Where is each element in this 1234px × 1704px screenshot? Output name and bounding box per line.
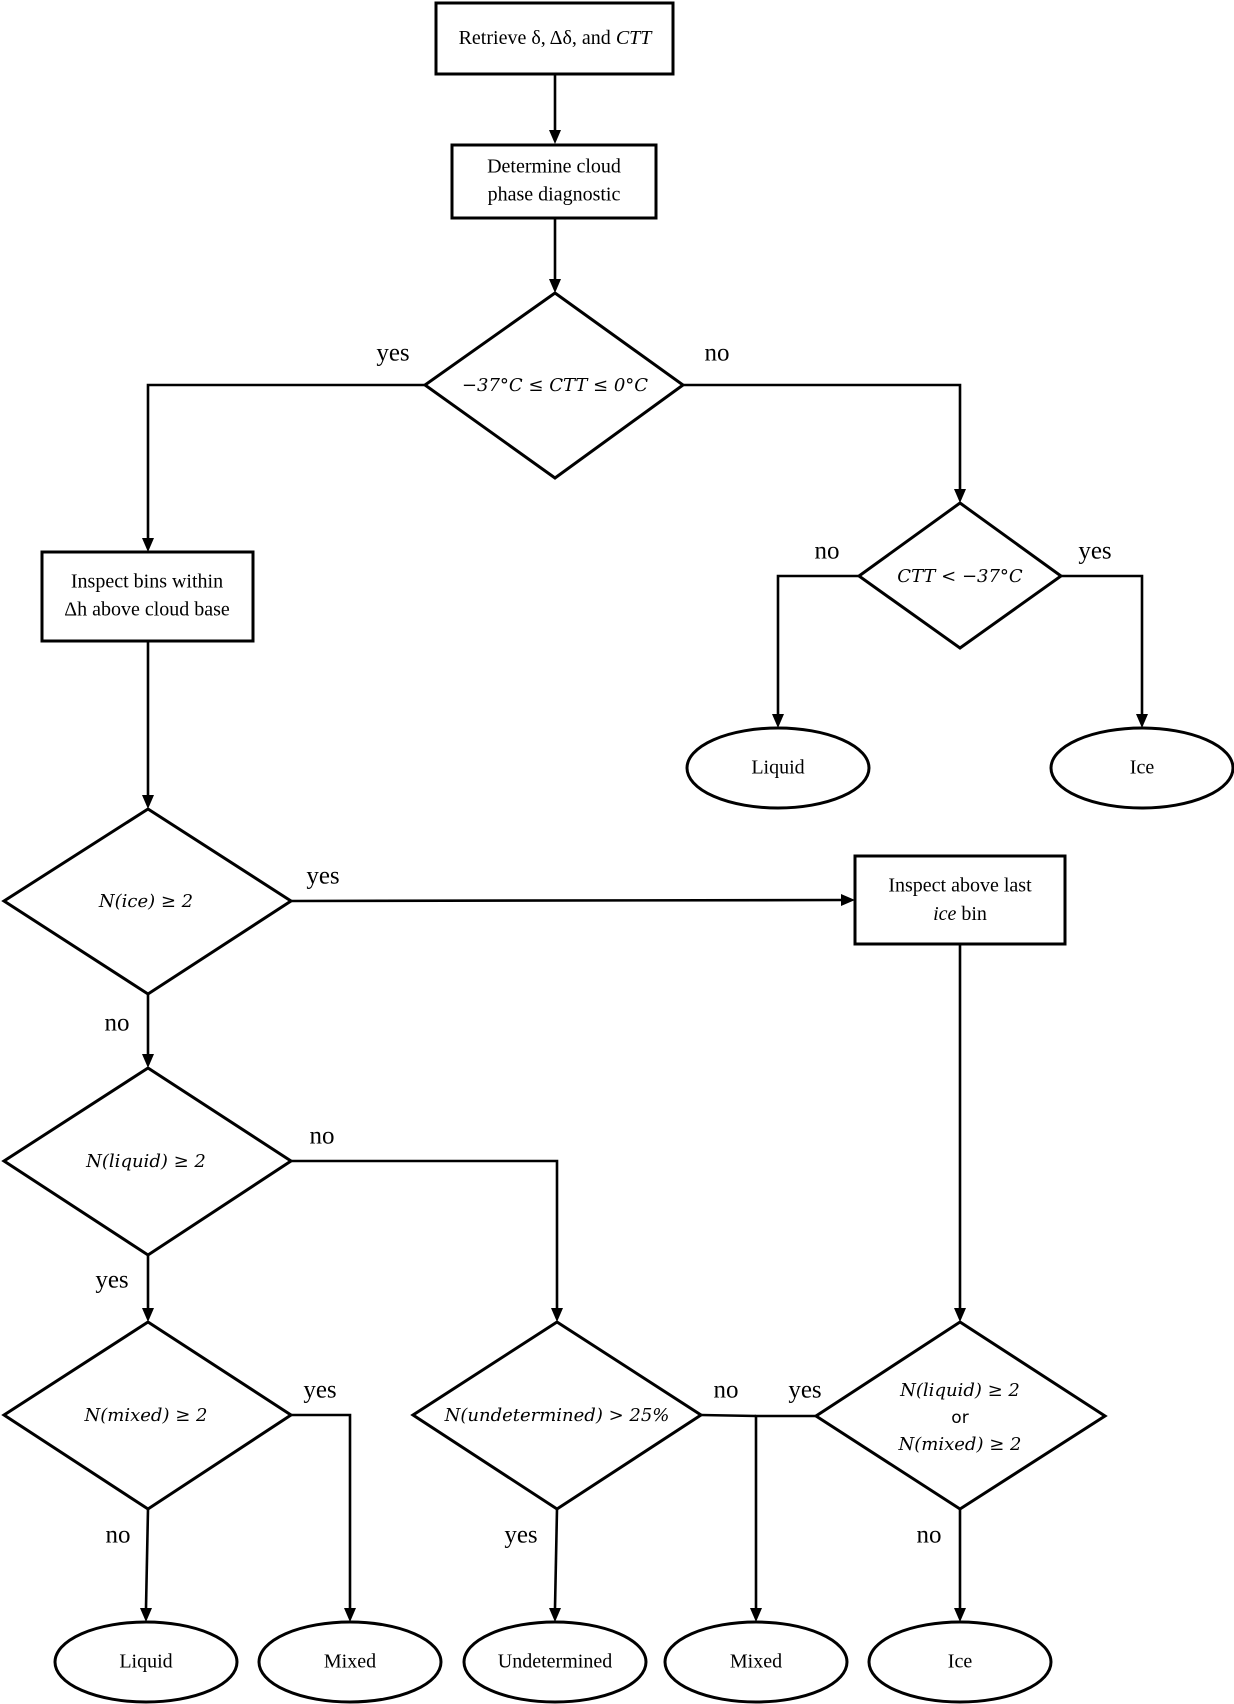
node-inspect-above-line1: Inspect above last	[888, 875, 1032, 897]
label-n-ice-no: no	[105, 1010, 130, 1037]
node-mixed-2: Mixed	[663, 1620, 849, 1704]
node-determine-line2: phase diagnostic	[488, 184, 621, 206]
node-undetermined: Undetermined	[462, 1620, 648, 1704]
node-inspect-base-line1: Inspect bins within	[71, 571, 223, 593]
arrowhead	[954, 489, 966, 503]
node-liquid-bottom: Liquid	[53, 1620, 239, 1704]
node-inspect-above-rest: bin	[956, 903, 987, 925]
edge-ctt-cold-yes	[1061, 574, 1144, 714]
label-n-liq-or-mix-no: no	[917, 1522, 942, 1549]
edge-ctt-cold-no	[776, 574, 859, 714]
node-n-liquid: N(liquid) ≥ 2	[1, 1066, 294, 1257]
arrowhead	[549, 1608, 561, 1622]
edge-n-liq-or-mix-yes	[754, 1414, 816, 1608]
node-retrieve-italic: CTT	[616, 27, 653, 49]
edge-n-mixed-yes	[291, 1413, 352, 1608]
node-inspect-base-line2: Δh above cloud base	[64, 599, 230, 621]
arrowhead	[750, 1608, 762, 1622]
node-retrieve: Retrieve δ, Δδ, and CTT	[434, 1, 675, 76]
node-inspect-base: Inspect bins within Δh above cloud base	[40, 550, 255, 643]
node-n-ice-text: N(ice) ≥ 2	[98, 891, 193, 912]
node-determine-line1: Determine cloud	[487, 156, 621, 178]
label-ctt-range-yes: yes	[376, 340, 409, 367]
label-n-ice-yes: yes	[306, 863, 339, 890]
arrowhead	[142, 1308, 154, 1322]
node-inspect-above-italic: ice	[933, 903, 956, 925]
edge-ctt-range-yes	[146, 383, 425, 538]
label-n-undetermined-yes: yes	[504, 1522, 537, 1549]
node-liquid-top: Liquid	[685, 726, 871, 810]
edge-n-mixed-no	[144, 1508, 150, 1609]
connectors	[140, 74, 1148, 1622]
arrowhead	[841, 894, 855, 906]
edge-n-undetermined-yes	[553, 1508, 559, 1609]
label-n-liquid-no: no	[310, 1123, 335, 1150]
arrowhead	[954, 1308, 966, 1322]
edge-n-undetermined-no	[700, 1413, 757, 1418]
node-n-undetermined: N(undetermined) > 25%	[410, 1320, 704, 1511]
label-n-undetermined-no: no	[714, 1377, 739, 1404]
node-mixed-2-text: Mixed	[730, 1651, 782, 1673]
arrowhead	[142, 1054, 154, 1068]
arrowhead	[549, 279, 561, 293]
edge-n-liquid-no	[291, 1159, 559, 1308]
label-ctt-range-no: no	[705, 340, 730, 367]
edge-labels: yes no no yes yes no no yes yes no no ye…	[95, 340, 1111, 1549]
node-n-undetermined-text: N(undetermined) > 25%	[444, 1405, 670, 1426]
node-ice-top: Ice	[1049, 726, 1234, 810]
label-n-mixed-yes: yes	[303, 1377, 336, 1404]
node-liquid-bottom-text: Liquid	[119, 1651, 172, 1673]
arrowhead	[549, 130, 561, 144]
node-mixed-1-text: Mixed	[324, 1651, 376, 1673]
node-ice-bottom: Ice	[867, 1620, 1053, 1704]
arrowhead	[1136, 714, 1148, 728]
label-ctt-cold-yes: yes	[1078, 538, 1111, 565]
node-retrieve-text: Retrieve δ, Δδ, and	[459, 27, 616, 49]
edge-n-ice-yes	[290, 898, 842, 903]
node-mixed-1: Mixed	[257, 1620, 443, 1704]
arrowhead	[344, 1608, 356, 1622]
arrowhead	[140, 1608, 152, 1622]
node-ice-top-text: Ice	[1130, 757, 1155, 779]
arrowhead	[551, 1308, 563, 1322]
node-n-liq-or-mix-line2: or	[951, 1408, 968, 1428]
node-ctt-cold: CTT < −37°C	[856, 501, 1064, 650]
node-n-liq-or-mix-line3: N(mixed) ≥ 2	[898, 1434, 1022, 1455]
arrowhead	[142, 538, 154, 552]
node-inspect-above: Inspect above last ice bin	[853, 854, 1067, 946]
label-n-liquid-yes: yes	[95, 1267, 128, 1294]
node-ctt-cold-text: CTT < −37°C	[897, 566, 1023, 587]
node-ctt-range: −37°C ≤ CTT ≤ 0°C	[422, 291, 686, 480]
node-n-ice: N(ice) ≥ 2	[1, 807, 294, 996]
node-ctt-range-text: −37°C ≤ CTT ≤ 0°C	[462, 375, 648, 396]
label-n-mixed-no: no	[106, 1522, 131, 1549]
arrowhead	[142, 795, 154, 809]
node-undetermined-text: Undetermined	[498, 1651, 612, 1673]
node-n-mixed: N(mixed) ≥ 2	[1, 1320, 294, 1511]
arrowhead	[954, 1608, 966, 1622]
svg-text:Retrieve δ, Δδ, and CTT: Retrieve δ, Δδ, and CTT	[459, 27, 654, 49]
label-ctt-cold-no: no	[815, 538, 840, 565]
label-n-liq-or-mix-yes: yes	[788, 1377, 821, 1404]
node-liquid-top-text: Liquid	[751, 757, 804, 779]
node-ice-bottom-text: Ice	[948, 1651, 973, 1673]
node-n-liq-or-mix: N(liquid) ≥ 2 or N(mixed) ≥ 2	[813, 1320, 1108, 1511]
node-n-liq-or-mix-line1: N(liquid) ≥ 2	[899, 1380, 1020, 1401]
node-determine: Determine cloud phase diagnostic	[450, 143, 658, 220]
arrowhead	[772, 714, 784, 728]
node-n-liquid-text: N(liquid) ≥ 2	[85, 1151, 206, 1172]
node-n-mixed-text: N(mixed) ≥ 2	[84, 1405, 208, 1426]
svg-text:ice bin: ice bin	[933, 903, 987, 925]
edge-ctt-range-no	[683, 383, 962, 489]
